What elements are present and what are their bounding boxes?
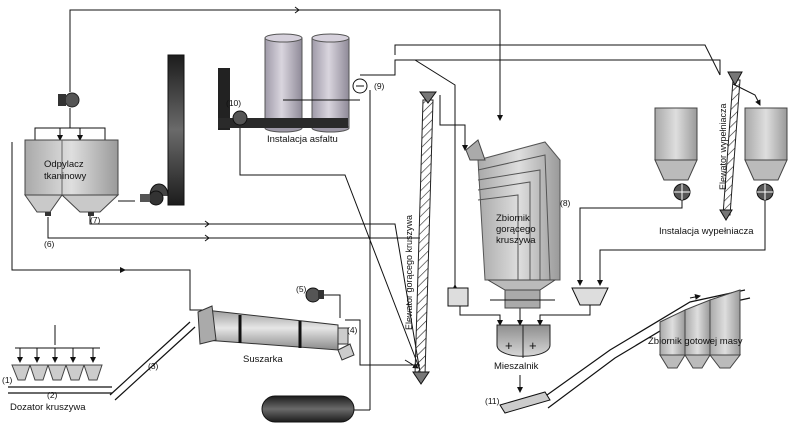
chimney — [167, 54, 185, 206]
marker-11: (11) — [485, 396, 500, 406]
marker-6: (6) — [44, 239, 55, 249]
dryer-drum — [197, 305, 355, 361]
label-zbiornik-line1: Zbiornik — [496, 213, 530, 224]
marker-9: (9) — [374, 81, 385, 91]
marker-10: (10) — [226, 98, 241, 108]
label-zbiornik-line3: kruszywa — [496, 235, 536, 246]
skip-car — [499, 391, 551, 414]
finished-mix-bins — [659, 289, 742, 369]
label-elewator-wypelniacza: Elewator wypełniacza — [718, 103, 728, 190]
svg-text:+: + — [529, 338, 537, 353]
bag-filter — [24, 139, 120, 216]
piping-lines — [11, 6, 766, 411]
filler-silos — [654, 107, 788, 201]
label-instalacja-wypelniacza: Instalacja wypełniacza — [659, 226, 754, 237]
filler-elevator — [719, 71, 743, 221]
marker-8: (8) — [560, 198, 571, 208]
label-instalacja-asfaltu: Instalacja asfaltu — [267, 134, 338, 145]
hot-aggregate-elevator — [412, 91, 437, 385]
label-odpylacz-line2: tkaninowy — [44, 171, 86, 182]
burner-fan — [305, 287, 324, 303]
label-odpylacz-line1: Odpylacz — [44, 159, 84, 170]
mixer: + + — [496, 324, 551, 358]
svg-text:+: + — [505, 338, 513, 353]
marker-4: (4) — [347, 325, 358, 335]
exhaust-fan — [58, 92, 80, 108]
asphalt-installation — [218, 33, 368, 133]
cold-feed-conveyor — [109, 321, 196, 401]
dust-fan — [140, 183, 169, 206]
label-mieszalnik: Mieszalnik — [494, 361, 539, 372]
weigh-hoppers — [447, 287, 609, 307]
label-zbiornik-gotowej-masy: Zbiornik gotowej masy — [648, 336, 743, 347]
marker-7: (7) — [90, 215, 101, 225]
label-elewator-goracego-kruszywa: Elewator gorącego kruszywa — [404, 215, 414, 330]
aggregate-dosing-bins — [8, 364, 112, 394]
marker-2: (2) — [47, 390, 58, 400]
label-dozator-kruszywa: Dozator kruszywa — [10, 402, 86, 413]
hot-aggregate-bin — [465, 139, 561, 309]
marker-3: (3) — [148, 361, 159, 371]
label-zbiornik-line2: gorącego — [496, 224, 536, 235]
marker-5: (5) — [296, 284, 307, 294]
fuel-tank — [261, 395, 355, 423]
label-suszarka: Suszarka — [243, 354, 283, 365]
marker-1: (1) — [2, 375, 13, 385]
